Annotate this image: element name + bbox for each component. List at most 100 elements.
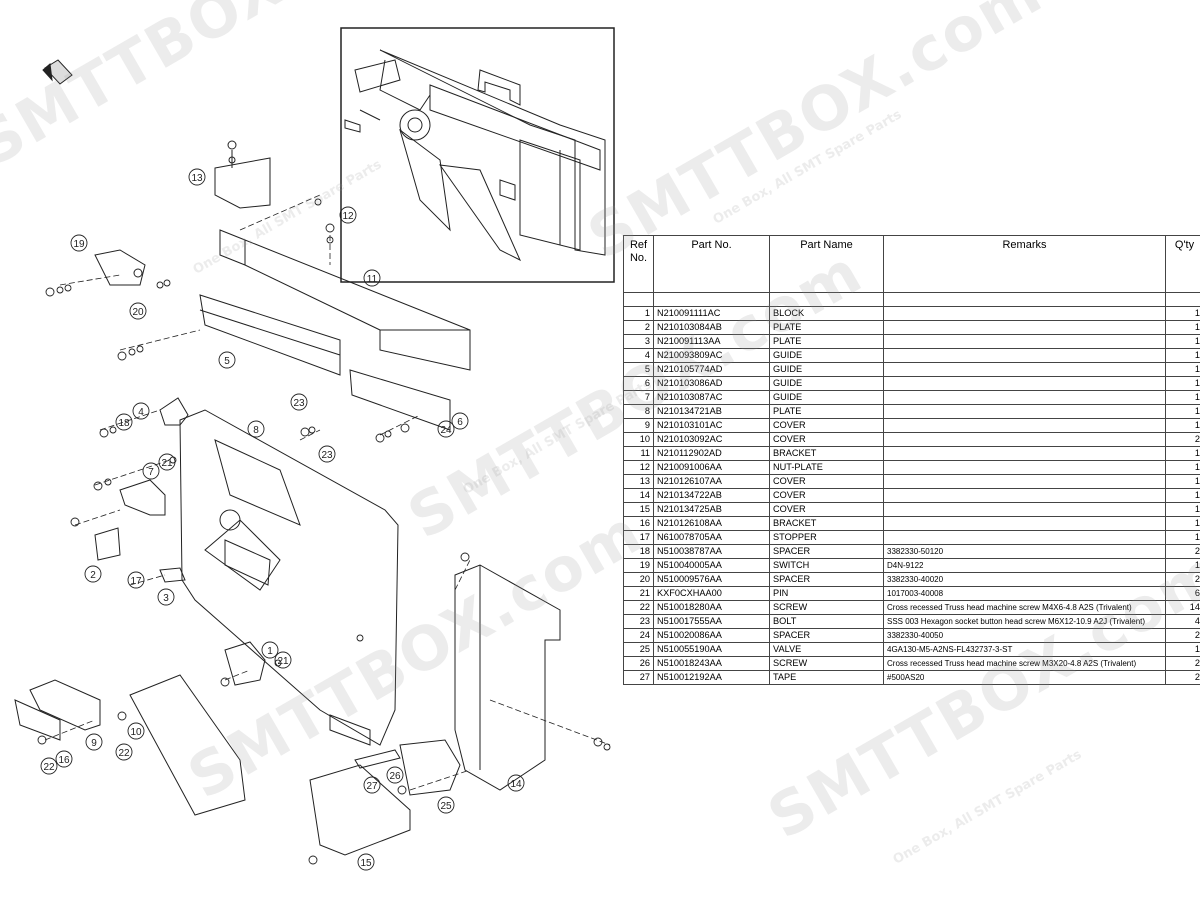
cell-remarks: [883, 320, 1166, 335]
callout-13: 13: [191, 173, 203, 184]
exploded-parts-diagram: 1 2 3 4 5 6 7 8 9 10 11 12 13 14 15 16 1…: [14, 27, 615, 871]
cell-ref-no: 11: [623, 446, 654, 461]
table-spacer-row: [623, 292, 1200, 307]
cell-qty: 14: [1165, 600, 1200, 615]
cell-qty: 2: [1165, 656, 1200, 671]
cell-qty: 1: [1165, 530, 1200, 545]
cell-part-no: N210126108AA: [653, 516, 770, 531]
cell-part-no: N510018243AA: [653, 656, 770, 671]
cell-qty: 2: [1165, 670, 1200, 685]
callout-26: 26: [389, 771, 401, 782]
header-qty: Q'ty: [1165, 235, 1200, 293]
cell-qty: 1: [1165, 320, 1200, 335]
cell-qty: 1: [1165, 418, 1200, 433]
cell-qty: 1: [1165, 488, 1200, 503]
callout-27: 27: [366, 781, 378, 792]
cell-part-no: N210134722AB: [653, 488, 770, 503]
cell-ref-no: 17: [623, 530, 654, 545]
callout-4: 4: [138, 407, 144, 418]
cell-part-no: N510018280AA: [653, 600, 770, 615]
cell-remarks: [883, 334, 1166, 349]
cell-ref-no: 13: [623, 474, 654, 489]
header-ref-no: Ref No.: [623, 235, 654, 293]
cell-part-name: NUT-PLATE: [769, 460, 884, 475]
cell-part-name: SPACER: [769, 572, 884, 587]
cell-part-no: N210134721AB: [653, 404, 770, 419]
cell-part-no: N510040005AA: [653, 558, 770, 573]
cell-remarks: [883, 404, 1166, 419]
cell-remarks: [883, 348, 1166, 363]
cell-remarks: [883, 502, 1166, 517]
cell-ref-no: 14: [623, 488, 654, 503]
cell-part-no: N210103087AC: [653, 390, 770, 405]
cell-part-no: N510017555AA: [653, 614, 770, 629]
cell-part-no: N210103092AC: [653, 432, 770, 447]
cell-part-no: N210091111AC: [653, 306, 770, 321]
cell-part-name: BRACKET: [769, 516, 884, 531]
cell-part-name: GUIDE: [769, 362, 884, 377]
cell-part-no: N510038787AA: [653, 544, 770, 559]
cell-part-no: N610078705AA: [653, 530, 770, 545]
cell-remarks: SSS 003 Hexagon socket button head screw…: [883, 614, 1166, 629]
cell-part-name: COVER: [769, 502, 884, 517]
cell-remarks: Cross recessed Truss head machine screw …: [883, 656, 1166, 671]
cell-qty: 1: [1165, 376, 1200, 391]
cell-part-no: N210103084AB: [653, 320, 770, 335]
cell-remarks: 3382330-40020: [883, 572, 1166, 587]
callouts: 1 2 3 4 5 6 7 8 9 10 11 12 13 14 15 16 1…: [40, 168, 525, 871]
callout-21b: 21: [277, 656, 289, 667]
header-remarks: Remarks: [883, 235, 1166, 293]
cell-qty: 1: [1165, 642, 1200, 657]
callout-14: 14: [510, 779, 522, 790]
cell-qty: 1: [1165, 474, 1200, 489]
cell-qty: 1: [1165, 362, 1200, 377]
cell-remarks: [883, 516, 1166, 531]
cell-ref-no: 25: [623, 642, 654, 657]
cell-ref-no: 16: [623, 516, 654, 531]
callout-16: 16: [58, 755, 70, 766]
cell-qty: 1: [1165, 306, 1200, 321]
callout-25: 25: [440, 801, 452, 812]
cell-part-name: GUIDE: [769, 376, 884, 391]
cell-remarks: [883, 432, 1166, 447]
cell-ref-no: 9: [623, 418, 654, 433]
callout-23a: 23: [293, 398, 305, 409]
cell-qty: 2: [1165, 544, 1200, 559]
cell-ref-no: 10: [623, 432, 654, 447]
callout-15: 15: [360, 858, 372, 869]
cell-part-name: SPACER: [769, 544, 884, 559]
cell-part-no: N210103101AC: [653, 418, 770, 433]
cell-ref-no: 21: [623, 586, 654, 601]
cell-ref-no: 7: [623, 390, 654, 405]
cell-qty: 2: [1165, 572, 1200, 587]
cell-part-no: N210103086AD: [653, 376, 770, 391]
cell-qty: 1: [1165, 558, 1200, 573]
cell-part-no: N210105774AD: [653, 362, 770, 377]
cell-part-name: BLOCK: [769, 306, 884, 321]
cell-remarks: [883, 460, 1166, 475]
callout-10: 10: [130, 727, 142, 738]
cell-part-no: N510020086AA: [653, 628, 770, 643]
watermark-brand: SMTTBOX.com: [576, 0, 1055, 274]
cell-ref-no: 3: [623, 334, 654, 349]
cell-part-name: PIN: [769, 586, 884, 601]
cell-qty: 2: [1165, 432, 1200, 447]
cell-remarks: [883, 306, 1166, 321]
cell-part-name: SCREW: [769, 600, 884, 615]
cell-ref-no: 4: [623, 348, 654, 363]
parts-list-table: Ref No. Part No. Part Name Remarks Q'ty …: [623, 235, 1200, 685]
cell-qty: 1: [1165, 404, 1200, 419]
